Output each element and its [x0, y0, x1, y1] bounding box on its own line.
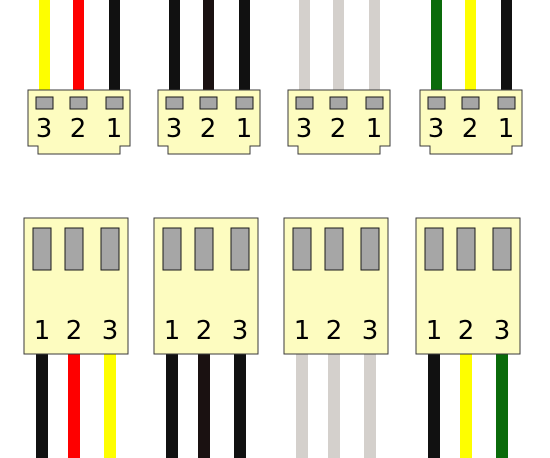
wire-top-3: [369, 0, 380, 92]
pin-slot: [324, 227, 344, 271]
pin-label-1: 1: [236, 114, 253, 144]
pin-label-1: 1: [34, 316, 51, 346]
pin-slot: [162, 227, 182, 271]
pin-label-3: 3: [166, 114, 183, 144]
pin-label-3: 3: [232, 316, 249, 346]
wire-top-2: [333, 0, 344, 92]
wire-bottom-2: [198, 352, 210, 458]
wire-bottom-2: [460, 352, 472, 458]
pin-slot: [194, 227, 214, 271]
pin-label-2: 2: [66, 316, 83, 346]
pin-label-1: 1: [294, 316, 311, 346]
pin-label-1: 1: [164, 316, 181, 346]
pin-slot: [365, 96, 384, 110]
wire-bottom-1: [166, 352, 178, 458]
wire-top-1: [39, 0, 50, 92]
wire-bottom-1: [428, 352, 440, 458]
wire-top-1: [169, 0, 180, 92]
pin-slot: [235, 96, 254, 110]
pin-slot: [105, 96, 124, 110]
wire-bottom-3: [496, 352, 508, 458]
pin-slot: [32, 227, 52, 271]
pin-label-3: 3: [36, 114, 53, 144]
wire-bottom-3: [234, 352, 246, 458]
pin-slot: [424, 227, 444, 271]
pin-slot: [35, 96, 54, 110]
pin-label-3: 3: [362, 316, 379, 346]
pin-slot: [100, 227, 120, 271]
pin-label-2: 2: [200, 114, 217, 144]
wire-bottom-1: [296, 352, 308, 458]
pin-label-2: 2: [330, 114, 347, 144]
wire-top-3: [501, 0, 512, 92]
pin-label-2: 2: [462, 114, 479, 144]
wire-top-2: [465, 0, 476, 92]
pin-slot: [295, 96, 314, 110]
pin-label-1: 1: [426, 316, 443, 346]
pin-slot: [456, 227, 476, 271]
pin-slot: [230, 227, 250, 271]
pin-label-3: 3: [428, 114, 445, 144]
pin-slot: [461, 96, 480, 110]
wire-top-2: [73, 0, 84, 92]
pin-label-3: 3: [102, 316, 119, 346]
pin-label-2: 2: [458, 316, 475, 346]
wire-top-2: [203, 0, 214, 92]
wire-bottom-1: [36, 352, 48, 458]
pin-label-2: 2: [196, 316, 213, 346]
wire-top-1: [299, 0, 310, 92]
wire-bottom-2: [68, 352, 80, 458]
pin-label-1: 1: [366, 114, 383, 144]
pin-label-1: 1: [498, 114, 515, 144]
pin-slot: [329, 96, 348, 110]
wire-bottom-3: [104, 352, 116, 458]
pin-label-3: 3: [494, 316, 511, 346]
pin-slot: [292, 227, 312, 271]
pin-label-2: 2: [326, 316, 343, 346]
pin-slot: [497, 96, 516, 110]
wire-bottom-2: [328, 352, 340, 458]
pin-slot: [165, 96, 184, 110]
wire-top-3: [109, 0, 120, 92]
pin-label-1: 1: [106, 114, 123, 144]
pin-slot: [199, 96, 218, 110]
pin-slot: [492, 227, 512, 271]
pin-slot: [427, 96, 446, 110]
wire-bottom-3: [364, 352, 376, 458]
pin-slot: [69, 96, 88, 110]
wire-top-3: [239, 0, 250, 92]
pin-slot: [64, 227, 84, 271]
wire-top-1: [431, 0, 442, 92]
pin-label-3: 3: [296, 114, 313, 144]
pin-label-2: 2: [70, 114, 87, 144]
pin-slot: [360, 227, 380, 271]
